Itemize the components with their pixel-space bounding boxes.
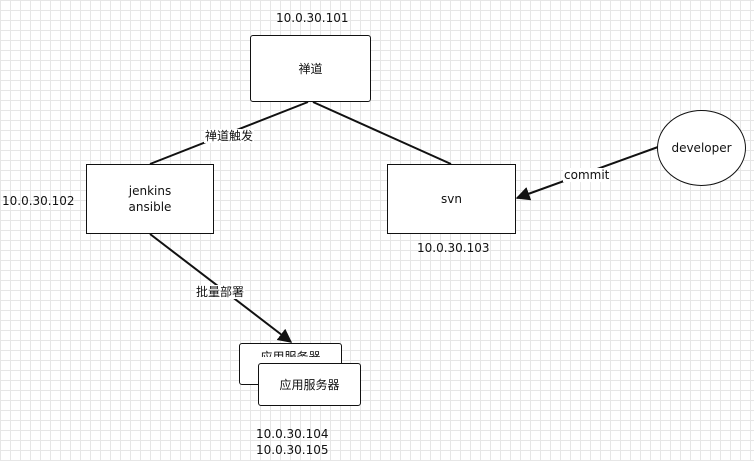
app-server-label: 应用服务器 <box>279 377 340 392</box>
chandao-ip: 10.0.30.101 <box>276 11 349 25</box>
developer-node[interactable]: developer <box>657 110 746 186</box>
jenkins-node[interactable]: jenkins ansible <box>86 164 214 234</box>
edge-chandao-svn <box>312 101 452 165</box>
chandao-node[interactable]: 禅道 <box>250 35 371 102</box>
jenkins-ip: 10.0.30.102 <box>2 194 75 208</box>
app-server-back-label: 应用服务器 <box>260 350 321 357</box>
edge-label-commit: commit <box>563 168 611 182</box>
svn-label: svn <box>441 192 462 206</box>
jenkins-label: jenkins ansible <box>128 184 172 214</box>
app-server-node[interactable]: 应用服务器 <box>258 363 361 406</box>
edge-label-batch-deploy: 批量部署 <box>195 285 246 299</box>
developer-label: developer <box>671 141 732 155</box>
app-ip-2: 10.0.30.105 <box>256 443 329 457</box>
chandao-label: 禅道 <box>298 61 323 76</box>
edge-label-chandao-trigger: 禅道触发 <box>204 129 255 143</box>
app-ip-1: 10.0.30.104 <box>256 427 329 441</box>
svn-node[interactable]: svn <box>387 164 516 234</box>
svn-ip: 10.0.30.103 <box>417 241 490 255</box>
